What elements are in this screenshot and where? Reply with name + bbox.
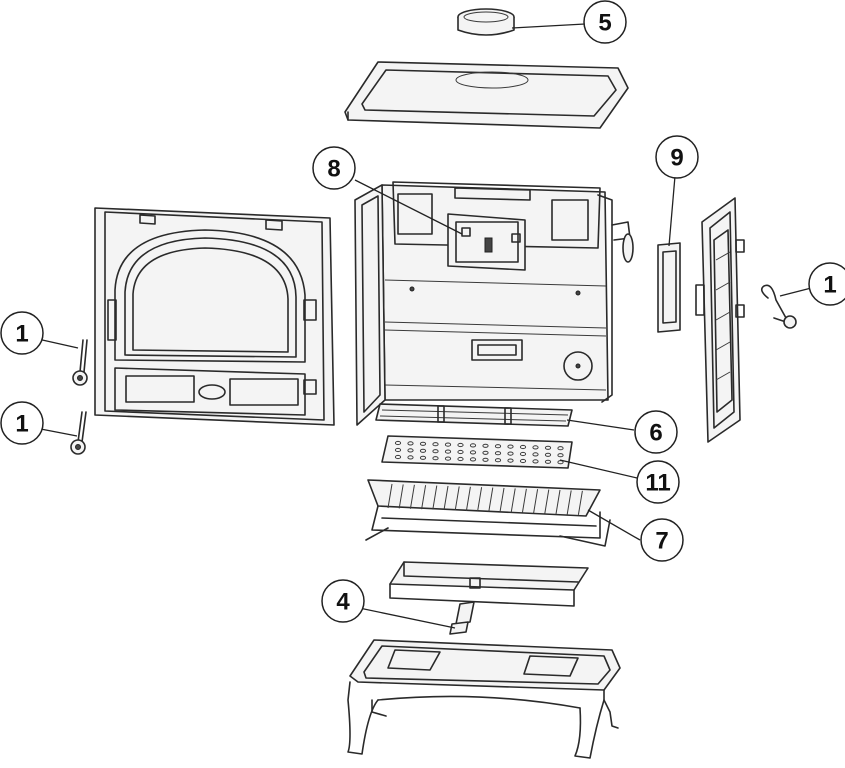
- front-door-panel-part: [94, 207, 335, 426]
- perforation-hole: [519, 458, 527, 464]
- callout-7: 7: [640, 518, 684, 562]
- callout-1-left-upper: 1: [0, 311, 44, 355]
- perforation-hole: [494, 444, 502, 449]
- callout-9: 9: [655, 135, 699, 179]
- grate-rib: [432, 485, 438, 510]
- grate-rib: [387, 483, 393, 509]
- ash-pan-part: [389, 561, 589, 607]
- grate-rib: [465, 486, 471, 511]
- grate-rib: [499, 487, 505, 513]
- perforation-hole: [494, 451, 502, 456]
- handle-right: [760, 284, 797, 329]
- perforation-hole: [432, 442, 439, 447]
- callout-8-label: 8: [327, 156, 340, 183]
- grate-basket-part: [365, 479, 611, 547]
- callout-1-left-lower: 1: [0, 401, 44, 445]
- handle-left-lower: [70, 411, 87, 455]
- grate-rib: [477, 487, 483, 512]
- callout-6-label: 6: [649, 420, 662, 447]
- perforation-hole: [482, 443, 489, 448]
- grate-rib: [443, 485, 449, 511]
- perforation-hole: [432, 456, 439, 461]
- grate-rib: [409, 484, 415, 509]
- perforation-hole: [544, 452, 552, 457]
- perforation-hole: [557, 446, 564, 451]
- perforation-hole: [394, 440, 402, 446]
- grate-rib: [555, 489, 561, 515]
- callout-4: 4: [321, 579, 365, 623]
- perforation-hole: [519, 451, 527, 457]
- grate-rib: [454, 486, 460, 511]
- side-door-part: [695, 197, 745, 443]
- stove-body-part: [381, 181, 609, 401]
- grate-rib: [566, 490, 572, 515]
- flue-collar-part: [457, 8, 515, 36]
- perforation-hole: [407, 448, 414, 453]
- grate-rib: [488, 487, 494, 512]
- ash-pan-tool-part: [449, 601, 475, 635]
- perforation-hole: [407, 455, 414, 460]
- body-side-panel: [354, 184, 634, 426]
- grate-rib: [398, 484, 404, 509]
- grate-rib: [521, 488, 527, 513]
- callout-6: 6: [634, 410, 678, 454]
- callout-1-left-upper-label: 1: [15, 321, 28, 348]
- grate-rib: [544, 489, 550, 514]
- perforation-hole: [457, 456, 464, 462]
- callout-11-label: 11: [645, 470, 670, 497]
- perforation-hole: [507, 458, 514, 463]
- leader-lines: [19, 23, 824, 629]
- callout-11: 11: [636, 460, 680, 504]
- side-glass-part: [657, 242, 681, 333]
- callout-4-label: 4: [336, 589, 350, 616]
- perforation-hole: [469, 443, 477, 448]
- perforation-hole: [544, 445, 552, 450]
- perforation-hole: [419, 455, 427, 460]
- grate-bar-part: [375, 403, 573, 427]
- perforation-hole: [494, 458, 502, 463]
- callout-1-left-lower-label: 1: [15, 411, 28, 438]
- perforation-hole: [444, 449, 452, 454]
- handle-left-upper: [72, 339, 88, 386]
- callout-1-right-label: 1: [823, 272, 836, 299]
- perforation-hole: [519, 444, 527, 450]
- perforation-hole: [532, 445, 539, 450]
- grate-rib: [533, 489, 539, 514]
- perforation-hole: [457, 442, 464, 448]
- perforation-hole: [419, 441, 427, 446]
- perforation-hole: [444, 456, 452, 461]
- perforation-hole: [469, 450, 477, 455]
- perforation-hole: [432, 449, 439, 454]
- perforation-hole: [407, 441, 414, 446]
- callout-5: 5: [583, 0, 627, 44]
- top-plate-part: [344, 61, 629, 129]
- callout-1-right: 1: [808, 262, 845, 306]
- perforation-hole: [507, 451, 514, 456]
- perforation-hole: [394, 447, 402, 453]
- grate-rib: [421, 485, 427, 510]
- callout-9-label: 9: [670, 145, 683, 172]
- perforation-hole: [557, 453, 564, 458]
- perforation-hole: [544, 459, 552, 464]
- callout-8: 8: [312, 146, 356, 190]
- perforation-hole: [482, 450, 489, 455]
- perforation-hole: [532, 459, 539, 464]
- perforation-hole: [457, 449, 464, 455]
- perforation-hole: [394, 454, 402, 460]
- perforation-hole: [419, 448, 427, 453]
- perforated-plate-part: [381, 435, 573, 469]
- perforation-hole: [482, 457, 489, 462]
- grate-rib: [577, 490, 583, 515]
- perforation-hole: [444, 442, 452, 447]
- callout-5-label: 5: [598, 10, 611, 37]
- perforation-hole: [469, 457, 477, 462]
- base-stand-part: [347, 639, 621, 759]
- grate-rib: [510, 488, 516, 513]
- callout-7-label: 7: [655, 528, 668, 555]
- perforation-hole: [532, 452, 539, 457]
- perforation-hole: [507, 444, 514, 449]
